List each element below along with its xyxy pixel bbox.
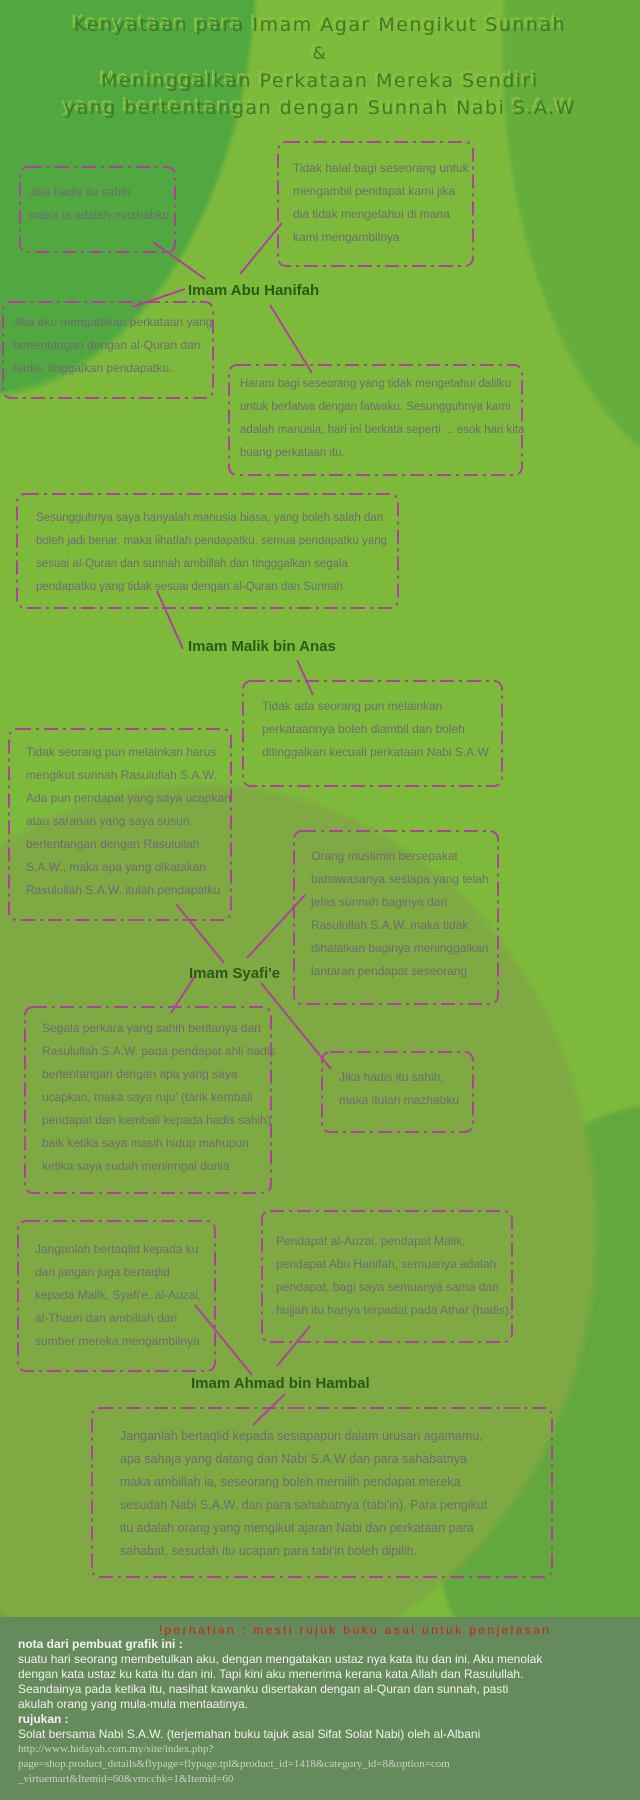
connector-line	[269, 304, 313, 374]
reference-url[interactable]: http://www.hidayah.com.my/site/index.php…	[18, 1743, 214, 1755]
title-line-2: Meninggalkan Perkataan Mereka Sendiri	[101, 70, 539, 92]
note-heading: nota dari pembuat grafik ini :	[18, 1637, 183, 1651]
footer-notes: !perhatian : mesti rujuk buku asal untuk…	[0, 1617, 640, 1800]
quote-box	[19, 166, 176, 253]
connector-line	[194, 1304, 253, 1376]
quote-box	[16, 493, 399, 609]
connector-line	[152, 241, 206, 280]
quote-malik-1: Sesungguhnya saya hanyalah manusia biasa…	[36, 512, 388, 593]
note-line: Seandainya pada ketika itu, nasihat kawa…	[18, 1682, 509, 1696]
imam-abu-hanifah-label: Imam Abu Hanifah	[188, 282, 320, 299]
imam-ahmad-label: Imam Ahmad bin Hambal	[191, 1375, 370, 1392]
quote-ahmad-2: Pendapat al-Auzai, pendapat Malik,pendap…	[276, 1234, 513, 1317]
connector-line	[239, 222, 283, 275]
title-line-3: yang bertentangan dengan Sunnah Nabi S.A…	[63, 97, 576, 119]
quote-box	[2, 301, 214, 399]
quote-box	[8, 728, 232, 921]
quote-box	[261, 1210, 513, 1343]
quote-box	[293, 830, 499, 1005]
quote-syafie-4: Jika hadis itu sahih,maka itulah mazhabk…	[339, 1070, 460, 1107]
connector-line	[170, 975, 196, 1014]
connector-line	[260, 982, 332, 1070]
note-line: suatu hari seorang membetulkan aku, deng…	[18, 1652, 543, 1666]
quote-box	[17, 1220, 216, 1372]
reference-url[interactable]: page=shop.product_details&flypage=flypag…	[18, 1758, 450, 1770]
connector-line	[252, 1393, 286, 1426]
reference-heading: rujukan :	[18, 1712, 69, 1726]
quote-box	[24, 1006, 272, 1194]
connector-line	[156, 590, 184, 650]
imam-syafie-label: Imam Syafi'e	[189, 965, 281, 982]
title-line-1: Kenyataan para Imam Agar Mengikut Sunnah	[73, 14, 567, 36]
warning-text: !perhatian : mesti rujuk buku asal untuk…	[158, 1623, 552, 1637]
imam-malik-label: Imam Malik bin Anas	[188, 638, 336, 655]
quote-box	[242, 680, 503, 787]
note-line: dengan kata ustaz ku kata itu dan ini. T…	[18, 1667, 524, 1681]
quote-abu-hanifah-4: Haram bagi seseorang yang tidak mengetah…	[240, 378, 525, 459]
quote-box	[277, 141, 474, 267]
note-line: akulah orang yang mula-mula mentaatinya.	[18, 1697, 249, 1711]
quote-syafie-3: Segala perkara yang sahih beritanya dari…	[42, 1021, 276, 1173]
quote-box	[228, 364, 523, 476]
quote-box	[91, 1407, 553, 1578]
connector-line	[296, 659, 314, 696]
reference-book: Solat bersama Nabi S.A.W. (terjemahan bu…	[18, 1727, 481, 1741]
connector-line	[246, 894, 306, 959]
connector-line	[175, 903, 225, 964]
connector-line	[276, 1325, 311, 1367]
connector-line	[131, 288, 186, 308]
quote-ahmad-3: Janganlah bertaqlid kepada sesiapapun da…	[120, 1429, 488, 1558]
reference-url[interactable]: _virtuemart&Itemid=60&vmcchk=1&Itemid=60	[18, 1773, 234, 1785]
title-ampersand: &	[312, 44, 328, 64]
quote-box	[321, 1051, 474, 1133]
